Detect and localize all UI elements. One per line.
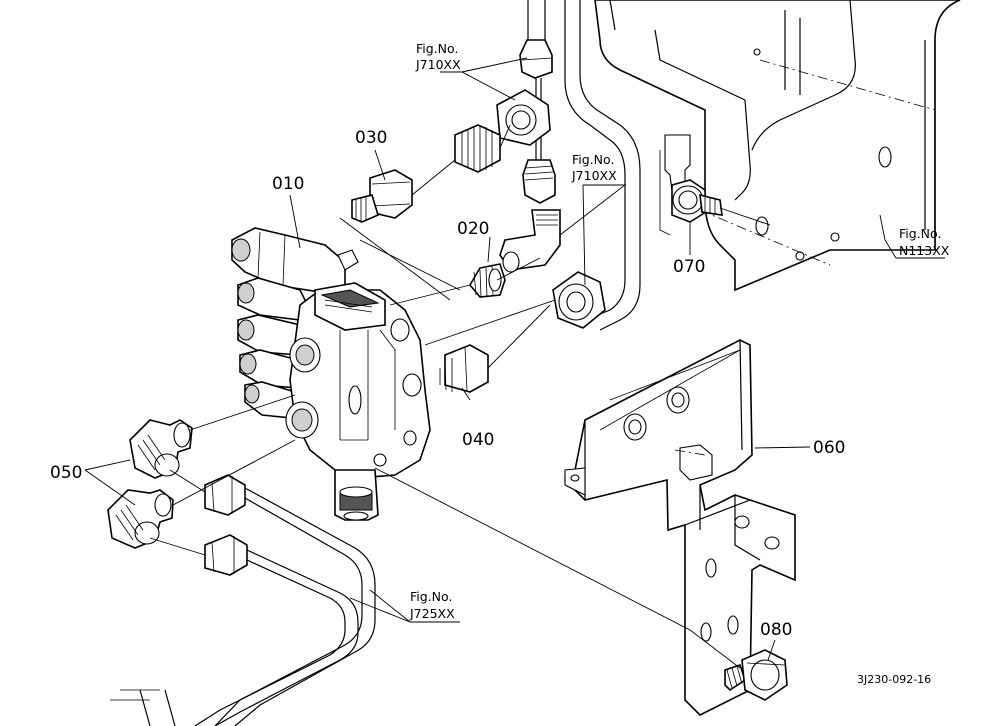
part-label-040: 040	[462, 430, 494, 450]
drawing-code: 3J230-092-16	[857, 673, 931, 686]
part-label-060: 060	[813, 438, 845, 458]
fitting-040	[439, 344, 489, 393]
part-label-070: 070	[673, 257, 705, 277]
pipe-nut-lower-1	[204, 474, 246, 516]
figref-mid-title: Fig.No.	[572, 152, 614, 167]
figref-top-code: J710XX	[415, 57, 461, 72]
figref-right: Fig.No. N113XX	[899, 226, 950, 258]
figref-top-title: Fig.No.	[416, 41, 458, 56]
figref-mid: Fig.No. J710XX	[571, 152, 617, 183]
frame-chassis	[527, 0, 961, 331]
bolt-070	[671, 179, 723, 223]
hydraulic-pipes-lower	[110, 487, 376, 726]
bracket-060	[563, 339, 796, 716]
nipple-fitting-mid	[522, 159, 556, 204]
assembly-lines	[149, 124, 771, 669]
elbow-fitting-mid	[499, 209, 561, 273]
part-label-050: 050	[50, 463, 82, 483]
figref-top: Fig.No. J710XX	[415, 41, 461, 72]
part-label-030: 030	[355, 128, 387, 148]
elbow-fitting-050-lower	[107, 489, 174, 549]
elbow-fitting-050-upper	[129, 419, 193, 479]
figref-right-title: Fig.No.	[899, 226, 941, 241]
fitting-030	[351, 169, 413, 223]
fitting-020	[469, 263, 506, 298]
part-label-010: 010	[272, 174, 304, 194]
part-label-020: 020	[457, 219, 489, 239]
figref-bottom-title: Fig.No.	[410, 589, 452, 604]
figref-mid-code: J710XX	[571, 168, 617, 183]
figref-bottom-code: J725XX	[409, 606, 455, 621]
callout-leaders	[84, 57, 945, 661]
pipe-nut-lower-2	[204, 534, 248, 576]
adapter-fitting-top	[454, 124, 501, 173]
union-nut-mid	[552, 271, 606, 329]
union-nut-top	[496, 89, 551, 146]
figref-right-code: N113XX	[899, 243, 950, 258]
bolt-080	[724, 649, 788, 701]
figref-bottom: Fig.No. J725XX	[409, 589, 455, 621]
part-label-080: 080	[760, 620, 792, 640]
control-valve-010	[231, 227, 431, 521]
